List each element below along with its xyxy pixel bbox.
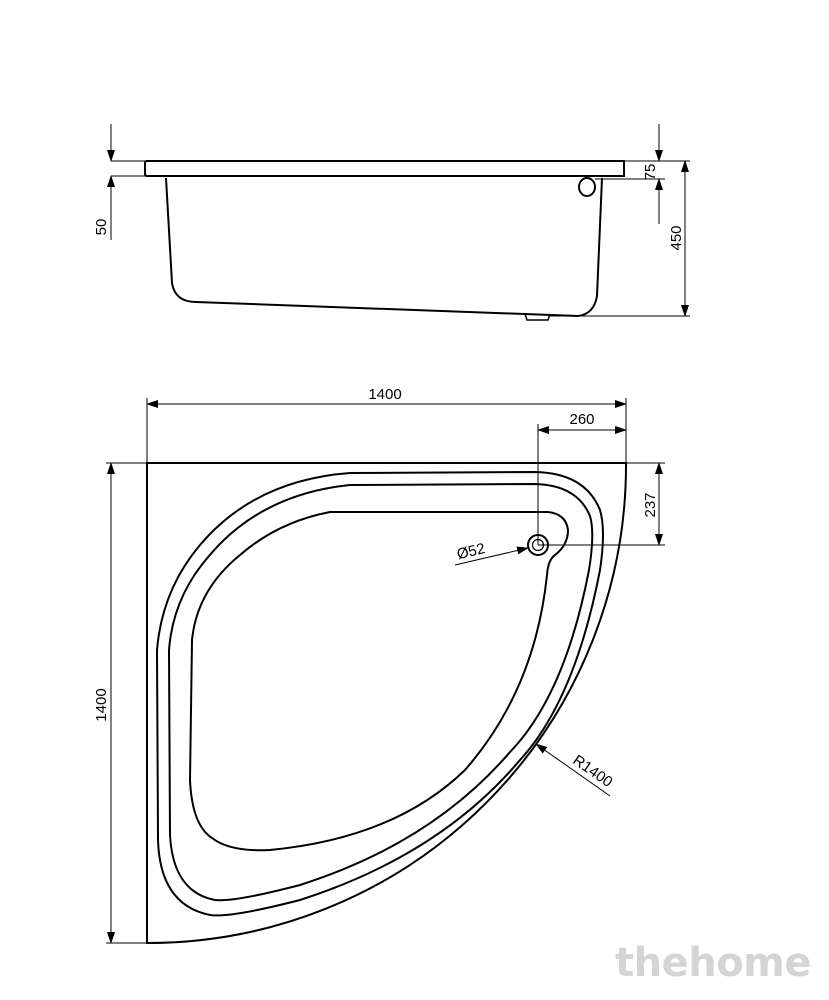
top-view: 1400 260 237 1400 Ø52 R1400	[93, 386, 665, 945]
dim-drain-offset-x: 260	[569, 411, 594, 428]
rim-inner-line	[155, 470, 604, 917]
dim-depth: 1400	[93, 688, 110, 721]
bath-basin	[188, 511, 570, 852]
bath-edge-line	[167, 482, 594, 902]
tub-rim	[144, 160, 625, 177]
dim-radius: R1400	[570, 752, 616, 791]
dim-overflow: 75	[642, 164, 659, 181]
dim-width: 1400	[368, 386, 401, 403]
dim-height: 450	[668, 225, 685, 250]
dim-drain-offset-y: 237	[642, 492, 659, 517]
dim-drain-diameter: Ø52	[455, 540, 486, 563]
watermark-logo: thehome	[615, 940, 812, 986]
overflow-hole	[578, 177, 596, 197]
tub-outline	[146, 462, 628, 945]
side-view: 50 75 450	[93, 124, 690, 321]
tub-body	[165, 177, 603, 318]
drain-stub	[524, 313, 551, 321]
dim-rim-thickness: 50	[93, 219, 110, 236]
